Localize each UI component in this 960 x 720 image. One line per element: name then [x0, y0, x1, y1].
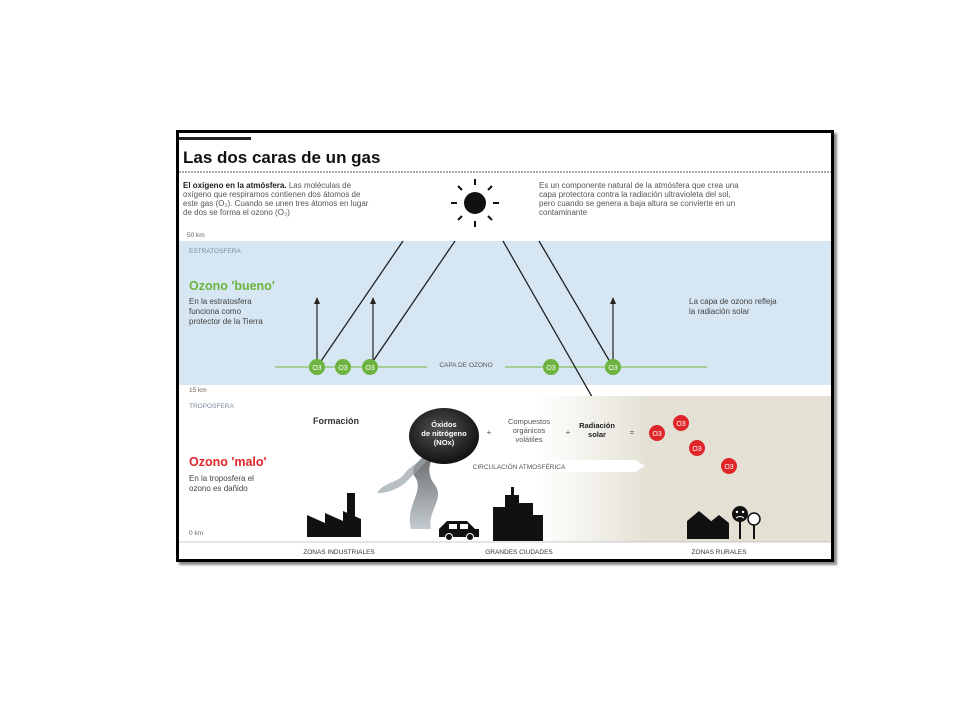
rural-houses-icon [687, 511, 729, 539]
svg-text:O3: O3 [652, 431, 661, 438]
circulation-arrow [309, 460, 645, 472]
bad-ozone-molecule: O3 [689, 440, 705, 456]
bad-ozone-line: En la troposfera el [189, 474, 254, 483]
ozone-layer-label: CAPA DE OZONO [439, 362, 492, 369]
ozone-reflects-line: la radiación solar [689, 307, 750, 316]
altitude-50km: 50 km [187, 232, 205, 239]
svg-text:O3: O3 [312, 365, 321, 372]
good-ozone-molecule: O3 [335, 359, 351, 375]
sun-rays [316, 240, 614, 410]
nox-line: de nitrógeno [421, 429, 467, 438]
ozone-layer-label-bg [427, 360, 505, 370]
good-ozone-heading: Ozono 'bueno' [189, 279, 275, 293]
intro-left-text: El oxígeno en la atmósfera. Las molécula… [183, 181, 352, 190]
bad-ozone-line: ozono es dañido [189, 484, 248, 493]
intro-right-line: Es un componente natural de la atmósfera… [539, 181, 739, 190]
radiation-line: solar [588, 430, 606, 439]
svg-text:O3: O3 [724, 464, 733, 471]
equals-sign: = [630, 428, 635, 437]
plus-sign: + [487, 428, 492, 437]
city-buildings-icon [493, 487, 543, 541]
good-ozone-line: En la estratosfera [189, 297, 252, 306]
svg-text:O3: O3 [546, 365, 555, 372]
title-rule [179, 137, 251, 140]
altitude-0km: 0 km [189, 530, 203, 537]
altitude-15km: 15 km [189, 387, 207, 394]
stratosphere-label: ESTRATOSFERA [189, 248, 241, 255]
formation-label: Formación [313, 416, 359, 426]
good-ozone-molecule: O3 [605, 359, 621, 375]
intro-left-line: de dos se forma el ozono (O₃) [183, 208, 290, 217]
nox-line: Óxidos [431, 420, 456, 429]
svg-text:O3: O3 [608, 365, 617, 372]
zone-industrial-label: ZONAS INDUSTRIALES [303, 549, 375, 556]
good-ozone-line: funciona como [189, 307, 242, 316]
bad-ozone-heading: Ozono 'malo' [189, 455, 266, 469]
intro-left-line: oxígeno que respiramos contienen dos áto… [183, 190, 361, 199]
radiation-line: Radiación [579, 421, 615, 430]
infographic: Las dos caras de un gas El oxígeno en la… [179, 137, 831, 556]
good-ozone-molecules: O3 O3 O3 O3 O3 [309, 359, 621, 375]
plus-sign: + [566, 428, 571, 437]
bad-ozone-molecule: O3 [673, 415, 689, 431]
intro-right-line: capa protectora contra la radiación ultr… [539, 190, 731, 199]
intro-right-line: pero cuando se genera a baja altura se c… [539, 199, 735, 208]
reflection-arrows [316, 301, 614, 365]
good-ozone-molecule: O3 [362, 359, 378, 375]
bad-ozone-molecule: O3 [721, 458, 737, 474]
voc-line: orgánicos [513, 426, 546, 435]
svg-text:O3: O3 [676, 421, 685, 428]
intro-right-line: contaminante [539, 208, 588, 217]
smoke-plume-secondary [377, 451, 433, 493]
factory-icon [307, 493, 361, 537]
infographic-frame: Las dos caras de un gas El oxígeno en la… [176, 130, 834, 562]
zone-cities-label: GRANDES CIUDADES [485, 549, 553, 556]
svg-text:O3: O3 [338, 365, 347, 372]
bad-ozone-molecules: O3 O3 O3 O3 [649, 415, 737, 474]
troposphere-label: TROPOSFERA [189, 403, 234, 410]
nox-cloud [409, 408, 479, 464]
svg-text:O3: O3 [692, 446, 701, 453]
voc-line: volátiles [515, 435, 542, 444]
ozone-reflects-line: La capa de ozono refleja [689, 297, 777, 306]
good-ozone-line: protector de la Tierra [189, 317, 263, 326]
good-ozone-molecule: O3 [309, 359, 325, 375]
car-icon [439, 521, 479, 541]
voc-line: Compuestos [508, 417, 550, 426]
intro-left-line: este gas (O₂). Cuando se unen tres átomo… [183, 199, 369, 208]
page-title: Las dos caras de un gas [183, 148, 380, 167]
svg-text:O3: O3 [365, 365, 374, 372]
circulation-label: CIRCULACIÓN ATMOSFÉRICA [473, 462, 566, 471]
bad-ozone-molecule: O3 [649, 425, 665, 441]
trees-icon [732, 506, 761, 539]
good-ozone-molecule: O3 [543, 359, 559, 375]
nox-line: (NOx) [434, 438, 455, 447]
sun-icon [451, 179, 499, 227]
zone-rural-label: ZONAS RURALES [692, 549, 748, 556]
